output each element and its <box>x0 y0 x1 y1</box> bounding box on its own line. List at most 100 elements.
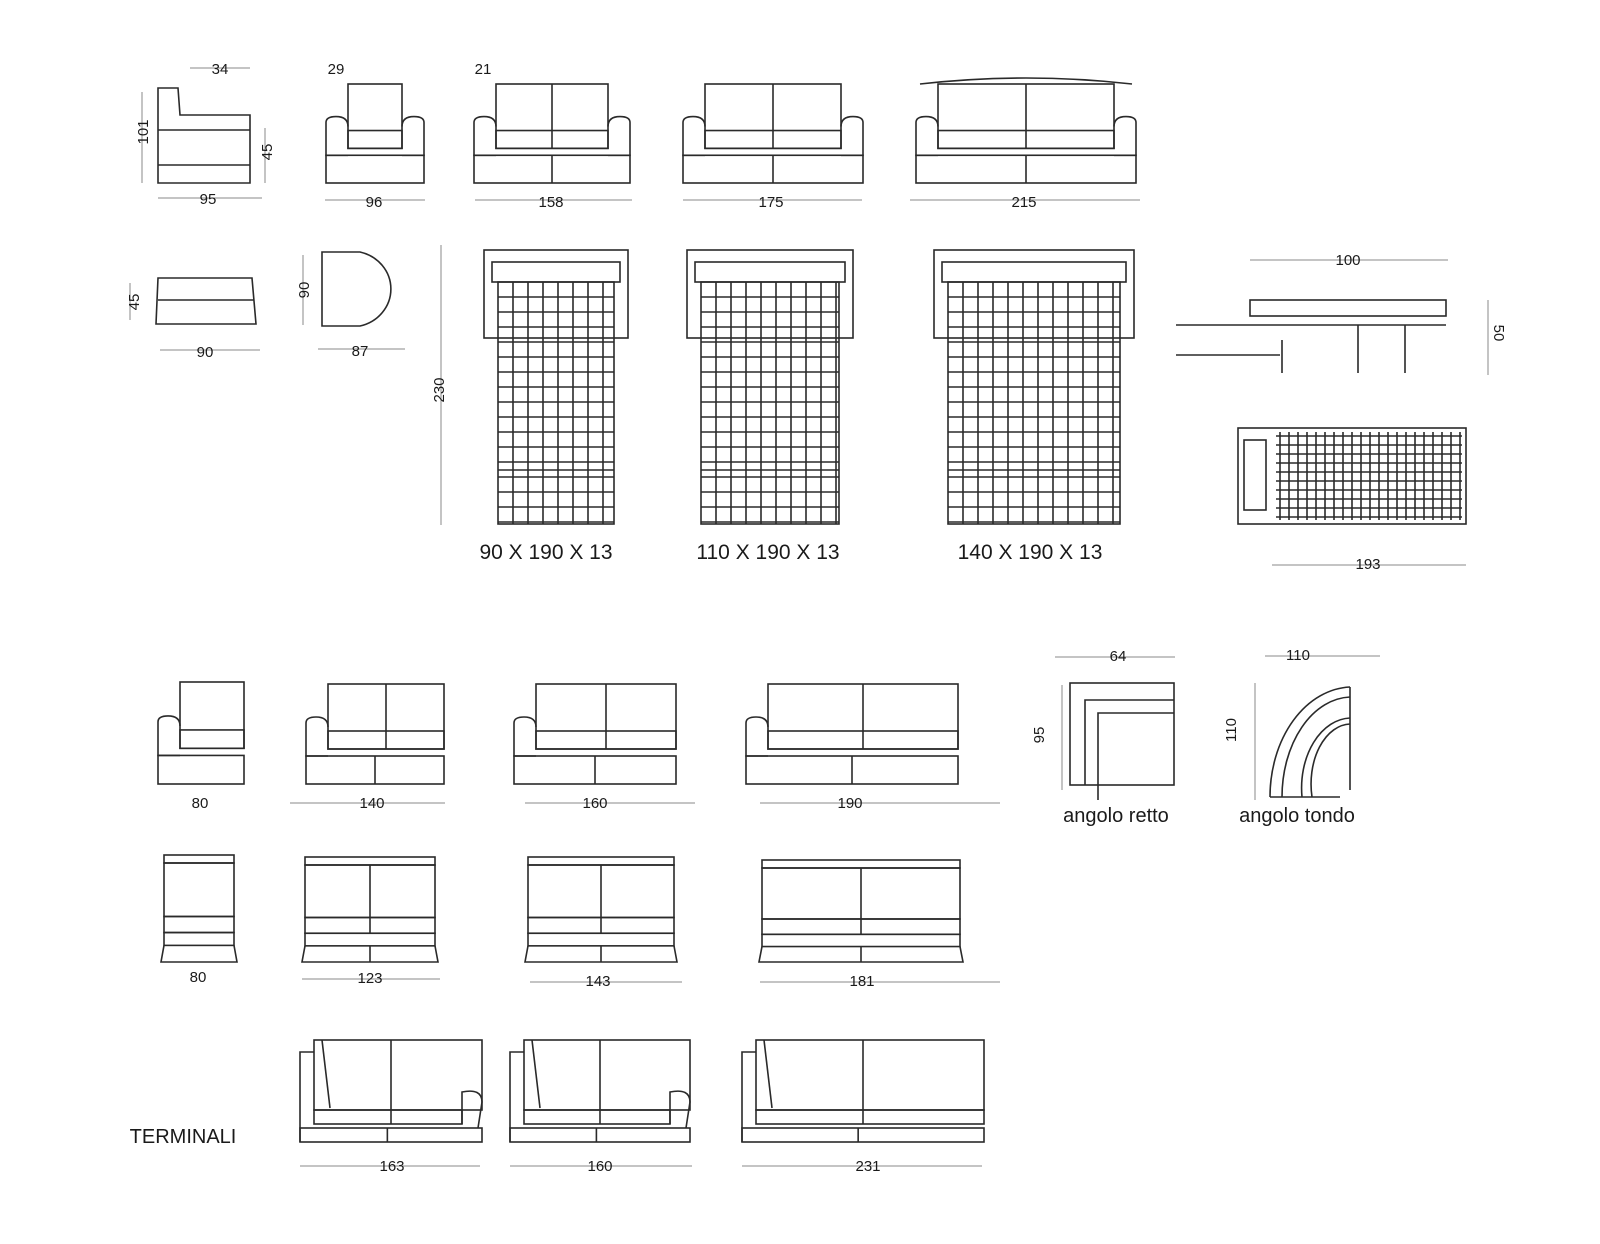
round-pouf-width: 87 <box>352 343 369 360</box>
bed-110-frame <box>686 249 854 339</box>
module-arm-190-left-arm <box>745 716 769 757</box>
corner-round-line <box>1300 717 1351 798</box>
bed-90-mattress <box>497 281 615 525</box>
bed-140-headboard <box>941 261 1127 283</box>
terminal-231-slant <box>763 1039 773 1109</box>
module-armless-width-1: 80 <box>190 969 207 986</box>
module-armless-80-seat <box>163 915 235 934</box>
armchair-front-seat <box>347 129 403 150</box>
terminal-163-seat <box>313 1109 463 1125</box>
bed-size-label-1: 90 X 190 X 13 <box>479 541 612 564</box>
bed-open-length: 193 <box>1355 556 1380 573</box>
module-armless-width-4: 181 <box>849 973 874 990</box>
sofa-3-top <box>919 77 1133 85</box>
pouf-height: 45 <box>126 294 143 311</box>
module-armless-80-base <box>160 945 238 963</box>
armchair-front-base <box>325 154 425 184</box>
armchair-side-height: 101 <box>135 119 152 144</box>
bed-top-view <box>1237 427 1467 525</box>
bed-top-back <box>1243 439 1267 511</box>
corner-square-width: 64 <box>1110 648 1127 665</box>
module-arm-80-seat <box>179 729 245 750</box>
module-armless-123-top <box>304 856 436 866</box>
terminali-title: TERMINALI <box>130 1126 237 1148</box>
corner-round-line <box>1281 696 1351 798</box>
armchair-arm-width: 29 <box>328 61 345 78</box>
armchair-side-top-depth: 34 <box>212 61 229 78</box>
sofa-3-seat-right-arm <box>1113 115 1137 157</box>
terminal-160-base <box>509 1127 691 1143</box>
module-arm-width-1: 80 <box>192 795 209 812</box>
corner-round-outer <box>1269 686 1351 798</box>
pouf-width: 90 <box>197 344 214 361</box>
terminal-163-back <box>313 1039 483 1111</box>
corner-square-label: angolo retto <box>1063 805 1169 827</box>
terminal-231-base <box>741 1127 985 1143</box>
module-armless-80-top <box>163 854 235 864</box>
terminal-160-end <box>509 1051 524 1142</box>
module-armless-181-top <box>761 859 961 869</box>
bed-90-headboard <box>491 261 621 283</box>
terminal-163-arm <box>461 1090 483 1129</box>
sofa-2-large-left-arm <box>682 115 706 157</box>
bed-90-frame <box>483 249 629 339</box>
armchair-width: 96 <box>366 194 383 211</box>
sofa2-large-width: 175 <box>758 194 783 211</box>
bed-size-label-2: 110 X 190 X 13 <box>696 541 839 564</box>
bed-side-height: 50 <box>1490 325 1507 342</box>
corner-round-inner <box>1310 723 1351 798</box>
terminal-width-3: 231 <box>855 1158 880 1175</box>
terminal-160-seat <box>523 1109 671 1125</box>
drawing-lines <box>129 67 1489 1167</box>
module-arm-80-back <box>179 681 245 750</box>
module-armless-181-cushion <box>761 933 961 948</box>
sofa3-width: 215 <box>1011 194 1036 211</box>
corner-round-width: 110 <box>1286 647 1310 664</box>
bed-110-mattress <box>700 281 840 525</box>
terminal-231-back <box>755 1039 985 1111</box>
corner-square-inner <box>1084 699 1174 785</box>
module-arm-width-2: 140 <box>359 795 384 812</box>
armchair-side-view <box>157 87 251 184</box>
armchair-side-depth: 95 <box>200 191 217 208</box>
sofa-2-large-right-arm <box>840 115 864 157</box>
module-arm-80-base <box>157 754 245 785</box>
terminal-width-2: 160 <box>587 1158 612 1175</box>
bed-side-width: 100 <box>1335 252 1360 269</box>
terminal-231-end <box>741 1051 756 1142</box>
armchair-front-back <box>347 83 403 150</box>
terminal-163-slant <box>321 1039 331 1109</box>
module-armless-width-2: 123 <box>357 970 382 987</box>
bed-110-headboard <box>694 261 846 283</box>
terminal-width-1: 163 <box>379 1158 404 1175</box>
corner-round-depth: 110 <box>1223 718 1240 742</box>
module-arm-80-left-arm <box>157 715 181 757</box>
module-armless-143-cushion <box>527 932 675 947</box>
sofa-2-seat-left-arm <box>473 115 497 157</box>
module-armless-123-cushion <box>304 932 436 947</box>
armchair-front-left-arm <box>325 115 349 157</box>
corner-square-outer <box>1069 682 1175 786</box>
round-pouf <box>321 251 392 327</box>
module-armless-143-top <box>527 856 675 866</box>
module-arm-width-4: 190 <box>837 795 862 812</box>
module-armless-width-3: 143 <box>585 973 610 990</box>
terminal-231-seat <box>755 1109 985 1125</box>
terminal-163-base <box>299 1127 483 1143</box>
module-armless-80-cushion <box>163 931 235 947</box>
terminal-160-arm <box>669 1090 691 1129</box>
module-armless-80-back <box>163 862 235 918</box>
module-arm-140-left-arm <box>305 716 329 757</box>
pouf <box>155 277 257 325</box>
terminal-160-back <box>523 1039 691 1111</box>
sofa-2-seat-right-arm <box>607 115 631 157</box>
bed-length: 230 <box>431 377 448 402</box>
armchair-seat-height: 45 <box>259 144 276 161</box>
bed-size-label-3: 140 X 190 X 13 <box>958 541 1103 564</box>
armchair-front-right-arm <box>401 115 425 157</box>
round-pouf-depth: 90 <box>296 282 313 299</box>
sofa2-arm-width: 21 <box>475 61 492 78</box>
module-arm-160-left-arm <box>513 716 537 757</box>
corner-square-seat <box>1097 712 1174 800</box>
